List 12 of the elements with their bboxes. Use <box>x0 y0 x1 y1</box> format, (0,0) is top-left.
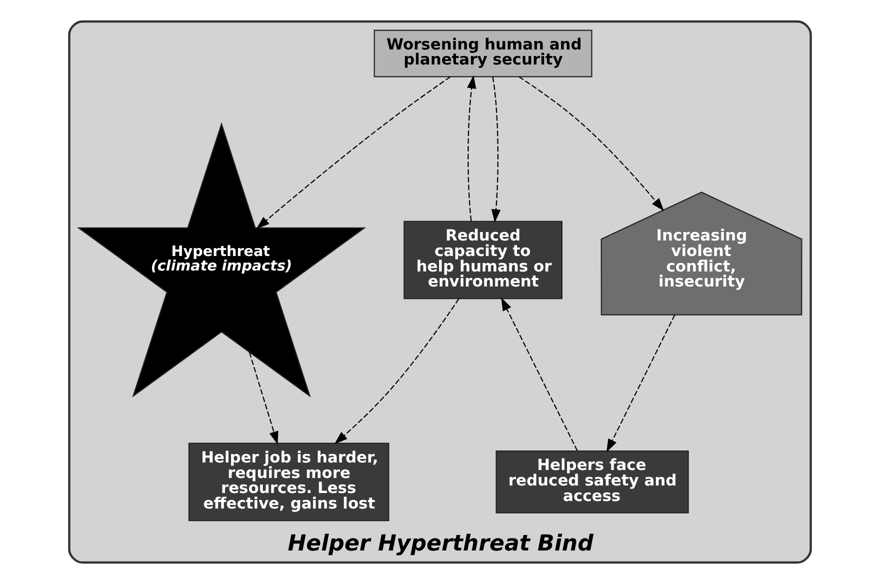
node-box: Reduced capacity to help humans or environment <box>403 220 562 300</box>
arrow <box>500 297 578 452</box>
arrow <box>256 76 450 229</box>
arrow <box>606 314 675 452</box>
node-box: Helpers face reduced safety and access <box>495 450 688 514</box>
arrow <box>248 352 278 445</box>
node-box: Worsening human and planetary security <box>373 30 592 78</box>
arrow <box>334 298 459 444</box>
arrow <box>518 76 664 212</box>
arrow <box>466 75 476 221</box>
arrow <box>490 76 500 223</box>
node-box: Helper job is harder, requires more resources. Less effective, gains lost <box>188 442 389 522</box>
